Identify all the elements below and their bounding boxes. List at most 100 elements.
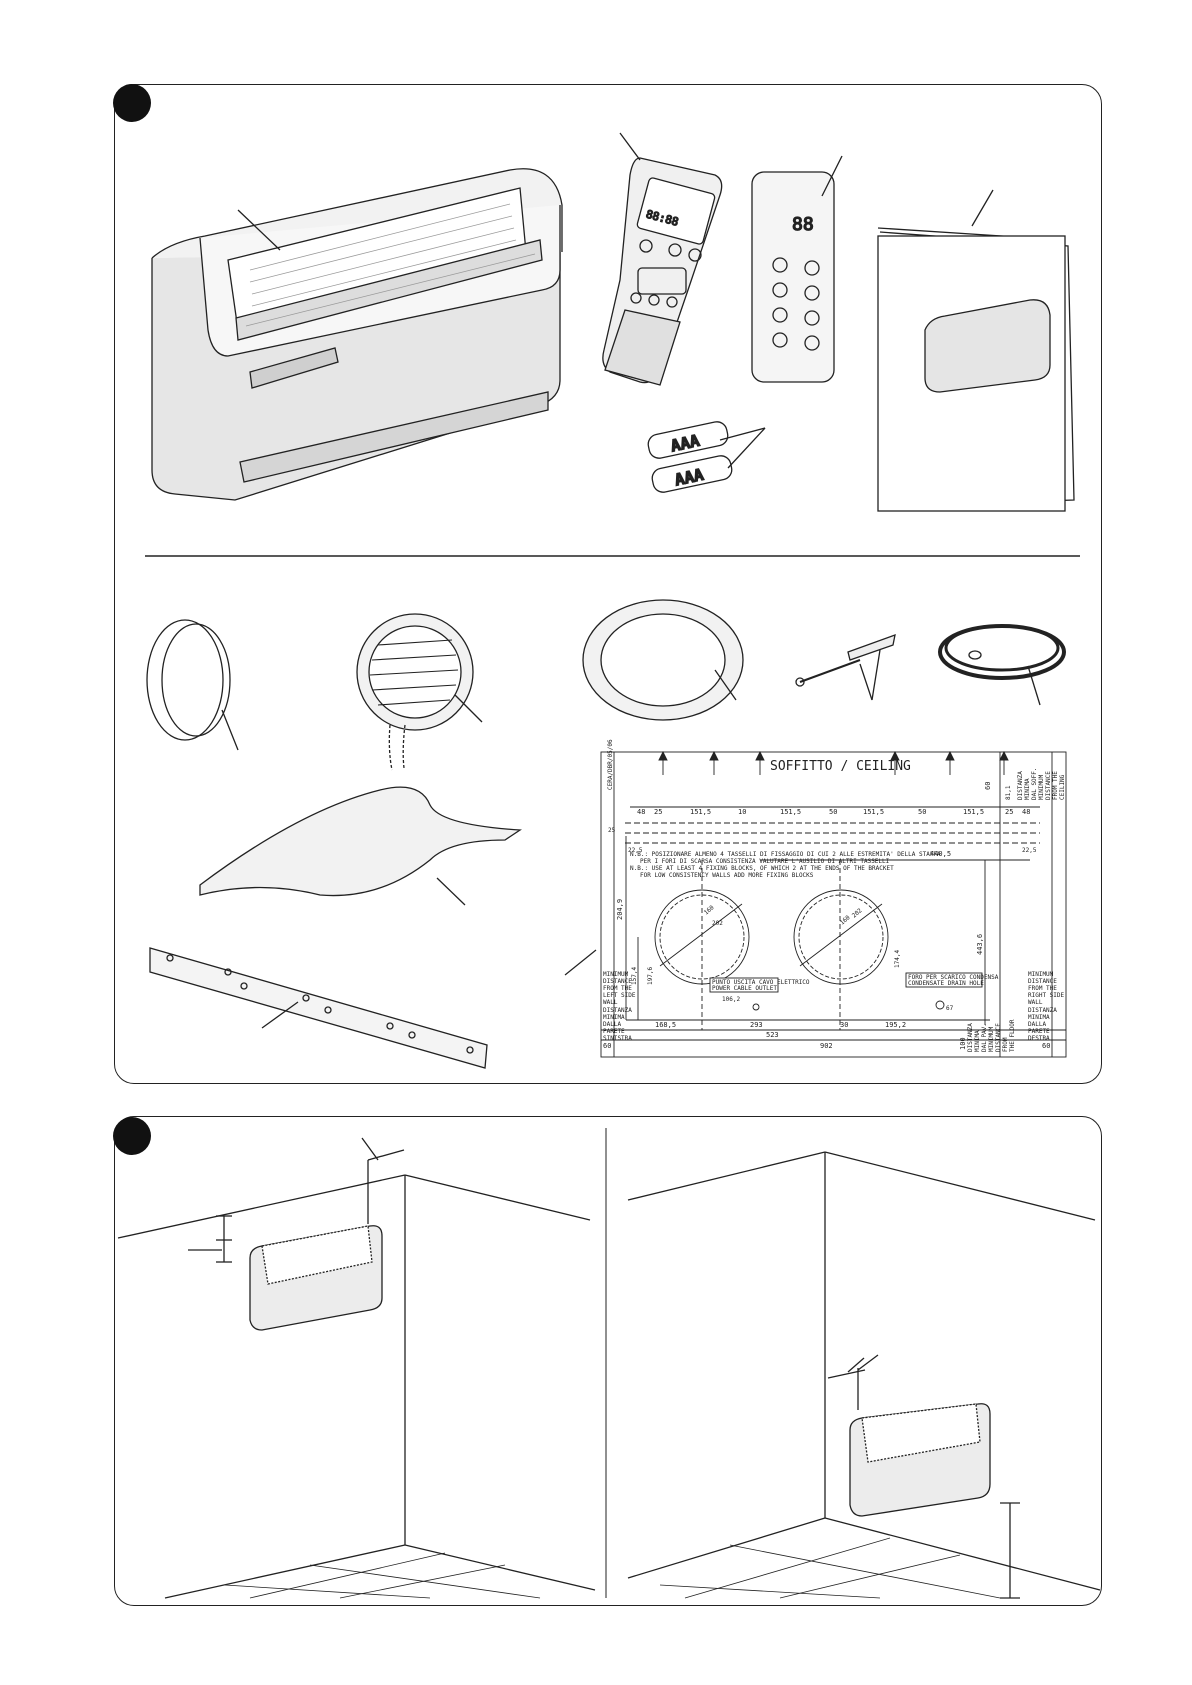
right-side-it-3: DALLA (1028, 1021, 1046, 1028)
top-dim-5: 151,5 (780, 808, 801, 816)
floor-side-4: MINIMUM (988, 1026, 995, 1052)
left-side-it-2: MINIMA (603, 1014, 625, 1021)
top-dim-9: 151,5 (963, 808, 984, 816)
dim-60-left: 60 (603, 1042, 611, 1050)
cable-box-line-1: PUNTO USCITA CAVO ELETTRICO (712, 979, 810, 986)
note-line-1: N.B.: POSIZIONARE ALMENO 4 TASSELLI DI F… (630, 851, 941, 858)
bottom-dim-2: 293 (750, 1021, 763, 1029)
right-side-it-1: DISTANZA (1028, 1007, 1057, 1014)
bottom-dim-1: 168,5 (655, 1021, 676, 1029)
panel-2-installation-clearances (114, 1116, 1102, 1606)
left-side-en-2: DISTANCE (603, 978, 632, 985)
note-line-4: FOR LOW CONSISTENCY WALLS ADD MORE FIXIN… (640, 872, 814, 879)
ring-clip (146, 619, 239, 751)
right-side-en-4: RIGHT SIDE (1028, 992, 1065, 999)
wall-ring-flange (582, 599, 744, 721)
air-conditioner-unit (151, 168, 563, 501)
top-dim-8: 50 (918, 808, 926, 816)
hole-1-radius-2: 160 (703, 904, 716, 917)
instruction-manual (877, 189, 1075, 512)
note-line-2: PER I FORI DI SCARSA CONSISTENZA VALUTAR… (640, 858, 890, 865)
top-dim-4: 10 (738, 808, 746, 816)
dim-left-small: 25 (608, 827, 616, 834)
dim-left-offset: 22,5 (628, 847, 643, 854)
dim-right-vertical: 443,6 (976, 934, 984, 955)
dim-right-offset-h: 440,5 (930, 850, 951, 858)
ceiling-side-2: MINIMA (1024, 778, 1031, 800)
dim-pipe-h3: 197,6 (647, 967, 654, 985)
side-dim-small: 81,1 (1005, 785, 1012, 800)
top-dim-2: 25 (654, 808, 662, 816)
top-dim-1: 48 (637, 808, 645, 816)
floor-side-5: DISTANCE (995, 1023, 1002, 1052)
dim-60-right: 60 (1042, 1042, 1050, 1050)
floor-side-labels: DISTANZA MINIMA DAL PAV. MINIMUM DISTANC… (967, 1019, 1016, 1052)
top-dim-7: 151,5 (863, 808, 884, 816)
insulation-sheet (199, 786, 522, 906)
dim-right-offset: 22,5 (1022, 847, 1037, 854)
ceiling-side-5: DISTANCE (1045, 771, 1052, 800)
external-grille (356, 613, 483, 771)
dim-vertical-left: 204,9 (616, 899, 624, 920)
mounting-bracket (149, 947, 488, 1069)
left-side-it-4: PARETE (603, 1028, 625, 1035)
batteries: AAA AAA (647, 421, 766, 493)
floor-side-2: MINIMA (974, 1030, 981, 1052)
ceiling-side-1: DISTANZA (1017, 771, 1024, 800)
ceiling-side-3: DAL SOFF. (1031, 767, 1038, 800)
dim-100: 100 (959, 1037, 967, 1050)
left-side-en-1: MINIMUM (603, 971, 629, 978)
right-side-labels: MINIMUM DISTANCE FROM THE RIGHT SIDE WAL… (1028, 971, 1065, 1042)
right-top-dim: 60 (984, 782, 992, 790)
left-side-en-3: FROM THE (603, 985, 632, 992)
right-side-it-2: MINIMA (1028, 1014, 1050, 1021)
right-side-it-4: PARETE (1028, 1028, 1050, 1035)
left-side-it-1: DISTANZA (603, 1007, 632, 1014)
ceiling-label: SOFFITTO / CEILING (770, 759, 911, 774)
note-line-3: N.B.: USE AT LEAST 4 FIXING BLOCKS, OF W… (630, 865, 894, 872)
right-side-en-1: MINIMUM (1028, 971, 1054, 978)
right-side-en-5: WALL (1028, 999, 1043, 1006)
right-side-it-5: DESTRA (1028, 1035, 1050, 1042)
right-side-en-3: FROM THE (1028, 985, 1057, 992)
panel-1-badge (113, 84, 151, 122)
panel-2-badge (113, 1117, 151, 1155)
room-scene-low-mount (627, 1151, 1101, 1599)
left-side-it-5: SINISTRA (603, 1035, 632, 1042)
dim-pipe-h1: 157,4 (631, 967, 638, 985)
drain-box-line-1: FORO PER SCARICO CONDENSA (908, 974, 999, 981)
hole-1-radius: 202 (712, 920, 723, 927)
top-dim-11: 48 (1022, 808, 1030, 816)
remote-2-screen-text: 88 (792, 214, 814, 235)
floor-side-1: DISTANZA (967, 1023, 974, 1052)
hole-2-radius-2: 160 (839, 914, 852, 927)
right-side-en-2: DISTANCE (1028, 978, 1057, 985)
bottom-dim-3: 30 (840, 1021, 848, 1029)
dim-902: 902 (820, 1042, 833, 1050)
left-side-en-5: WALL (603, 999, 618, 1006)
floor-side-3: DAL PAV. (981, 1023, 988, 1052)
ceiling-side-7: CEILING (1059, 774, 1066, 800)
top-dim-3: 151,5 (690, 808, 711, 816)
floor-side-7: THE FLOOR (1009, 1019, 1016, 1052)
drain-hose-coil (938, 624, 1066, 706)
left-side-it-3: DALLA (603, 1021, 621, 1028)
remote-control-2: 88 (751, 155, 843, 383)
remote-control-1: 88:88 (602, 132, 723, 386)
left-side-labels: MINIMUM DISTANCE FROM THE LEFT SIDE WALL… (603, 971, 636, 1042)
drawing-ref-code: CERA/DBR/05/06 (607, 739, 614, 790)
dim-523: 523 (766, 1031, 779, 1039)
ceiling-side-6: FROM THE (1052, 771, 1059, 800)
ceiling-side-4: MINIMUM (1038, 774, 1045, 800)
screws-and-plugs (795, 633, 896, 701)
installation-template-drawing: SOFFITTO / CEILING CERA/DBR/05/06 48 25 … (564, 739, 1067, 1058)
bottom-dim-4: 195,2 (885, 1021, 906, 1029)
top-dim-10: 25 (1005, 808, 1013, 816)
ceiling-side-labels: DISTANZA MINIMA DAL SOFF. MINIMUM DISTAN… (1017, 767, 1066, 800)
floor-side-6: FROM (1002, 1037, 1009, 1052)
dim-drain: 67 (946, 1005, 954, 1012)
drain-box-line-2: CONDENSATE DRAIN HOLE (908, 980, 984, 987)
dim-cable: 106,2 (722, 996, 740, 1003)
cable-box-line-2: POWER CABLE OUTLET (712, 985, 777, 992)
room-scene-high-mount (117, 1137, 596, 1599)
